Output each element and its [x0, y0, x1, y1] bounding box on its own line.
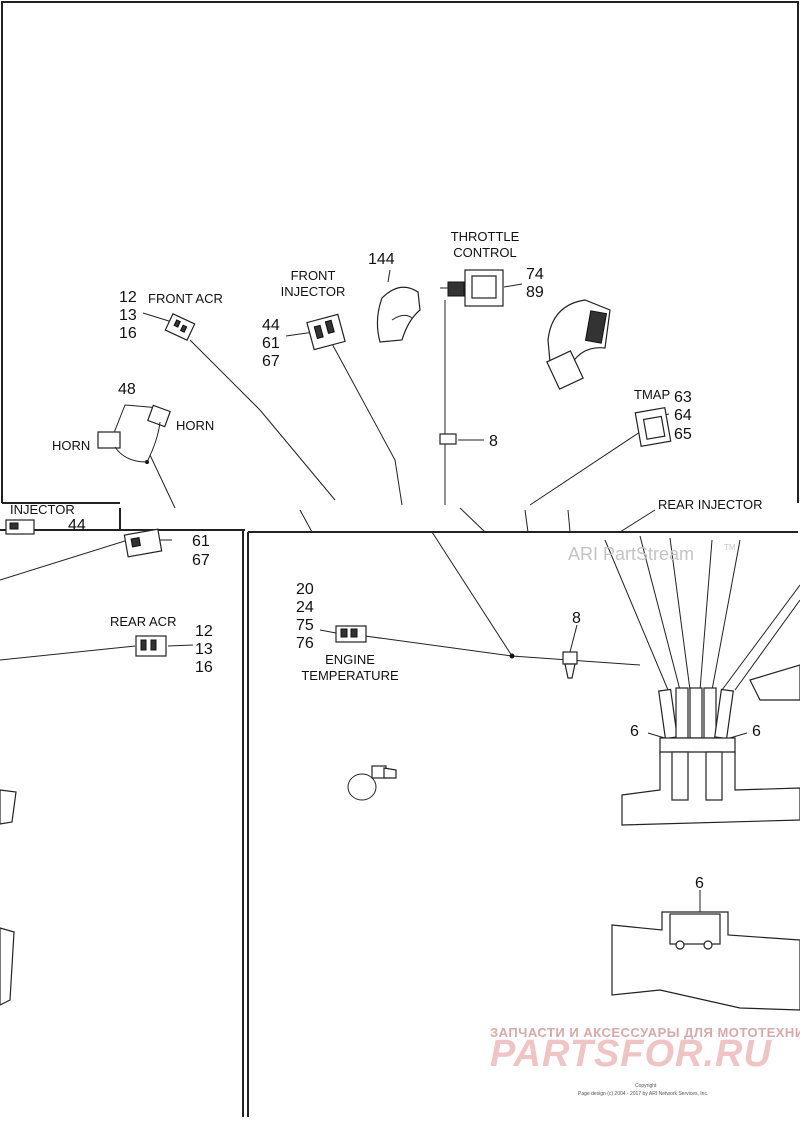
partstream-tm: TM	[724, 543, 736, 552]
throttle-body-plug	[546, 299, 611, 390]
callout-inset-injector-2: 61	[192, 533, 210, 550]
label-throttle-2: CONTROL	[453, 245, 517, 260]
copyright-label: Copyright	[635, 1083, 657, 1089]
harness-wires	[0, 300, 800, 691]
label-horn-right: HORN	[176, 418, 214, 433]
callout-tmap-1: 63	[674, 389, 692, 406]
callout-engine-temp-4: 76	[296, 635, 314, 652]
label-front-injector-1: FRONT	[291, 268, 336, 283]
callout-bracket-lower: 6	[695, 875, 704, 892]
label-throttle-1: THROTTLE	[451, 229, 520, 244]
callout-inset-injector-1: 44	[68, 517, 86, 534]
partstream-watermark: ARI PartStream	[568, 544, 694, 564]
callout-throttle-2: 89	[526, 284, 544, 301]
label-rear-injector: REAR INJECTOR	[658, 497, 763, 512]
label-engine-temperature-1: ENGINE	[325, 652, 375, 667]
callout-horn: 48	[118, 381, 136, 398]
ru-watermark-line: ЗАПЧАСТИ И АКСЕССУАРЫ ДЛЯ МОТОТЕХНИКИ	[490, 1025, 800, 1040]
callout-bracket-right: 6	[752, 723, 761, 740]
frame-bracket-upper	[621, 664, 800, 826]
callout-tmap-2: 64	[674, 407, 692, 424]
callout-clip-top: 8	[489, 433, 498, 450]
component-labels: THROTTLE CONTROL FRONT INJECTOR FRONT AC…	[10, 229, 763, 683]
label-engine-temperature-2: TEMPERATURE	[301, 668, 399, 683]
callout-front-acr-2: 13	[119, 307, 137, 324]
label-horn-left: HORN	[52, 438, 90, 453]
page-design-note: Page design (c) 2004 - 2017 by ARI Netwo…	[578, 1091, 708, 1097]
label-front-acr: FRONT ACR	[148, 291, 223, 306]
callout-engine-temp-3: 75	[296, 617, 314, 634]
clip-8-mid	[562, 651, 578, 679]
callout-front-acr-1: 12	[119, 289, 137, 306]
label-cut-injector: INJECTOR	[10, 502, 75, 517]
label-tmap: TMAP	[634, 387, 670, 402]
callout-engine-temp-2: 24	[296, 599, 314, 616]
engine-temperature-connector	[335, 625, 367, 643]
cable-tie-loop	[347, 765, 397, 801]
partsfor-logo: PARTSFOR.RU	[490, 1033, 772, 1075]
callout-front-injector-1: 44	[262, 317, 280, 334]
frame-bracket-lower	[611, 911, 800, 1011]
horn-connectors	[97, 404, 171, 463]
callout-inset-injector-3: 67	[192, 552, 210, 569]
callout-front-injector-2: 61	[262, 335, 280, 352]
rear-acr-connector	[135, 635, 167, 657]
callout-front-injector-3: 67	[262, 353, 280, 370]
callout-numbers: 144 74 89 44 61 67 12 13 16 48 8 63 64 6…	[68, 251, 761, 892]
callout-tmap-3: 65	[674, 426, 692, 443]
clip-8-top	[439, 433, 457, 452]
inset-injector-connector	[5, 519, 163, 558]
label-rear-acr: REAR ACR	[110, 614, 176, 629]
front-acr-connector	[164, 312, 196, 342]
callout-rear-acr-1: 12	[195, 623, 213, 640]
callout-engine-temp-1: 20	[296, 581, 314, 598]
label-front-injector-2: INJECTOR	[281, 284, 346, 299]
watermarks: ARI PartStream TM ЗАПЧАСТИ И АКСЕССУАРЫ …	[490, 543, 800, 1097]
tmap-connector	[634, 406, 672, 448]
callout-throttle-1: 74	[526, 266, 544, 283]
callout-bracket-left: 6	[630, 723, 639, 740]
part-144-cover	[376, 286, 421, 343]
rear-harness-bundle	[658, 687, 736, 755]
callout-clip-mid: 8	[572, 610, 581, 627]
callout-rear-acr-3: 16	[195, 659, 213, 676]
throttle-control-connector	[440, 269, 504, 307]
front-injector-connector	[306, 313, 346, 351]
callout-rear-acr-2: 13	[195, 641, 213, 658]
callout-front-acr-3: 16	[119, 325, 137, 342]
left-frame-cutoff	[0, 789, 17, 1006]
callout-144: 144	[368, 251, 395, 268]
